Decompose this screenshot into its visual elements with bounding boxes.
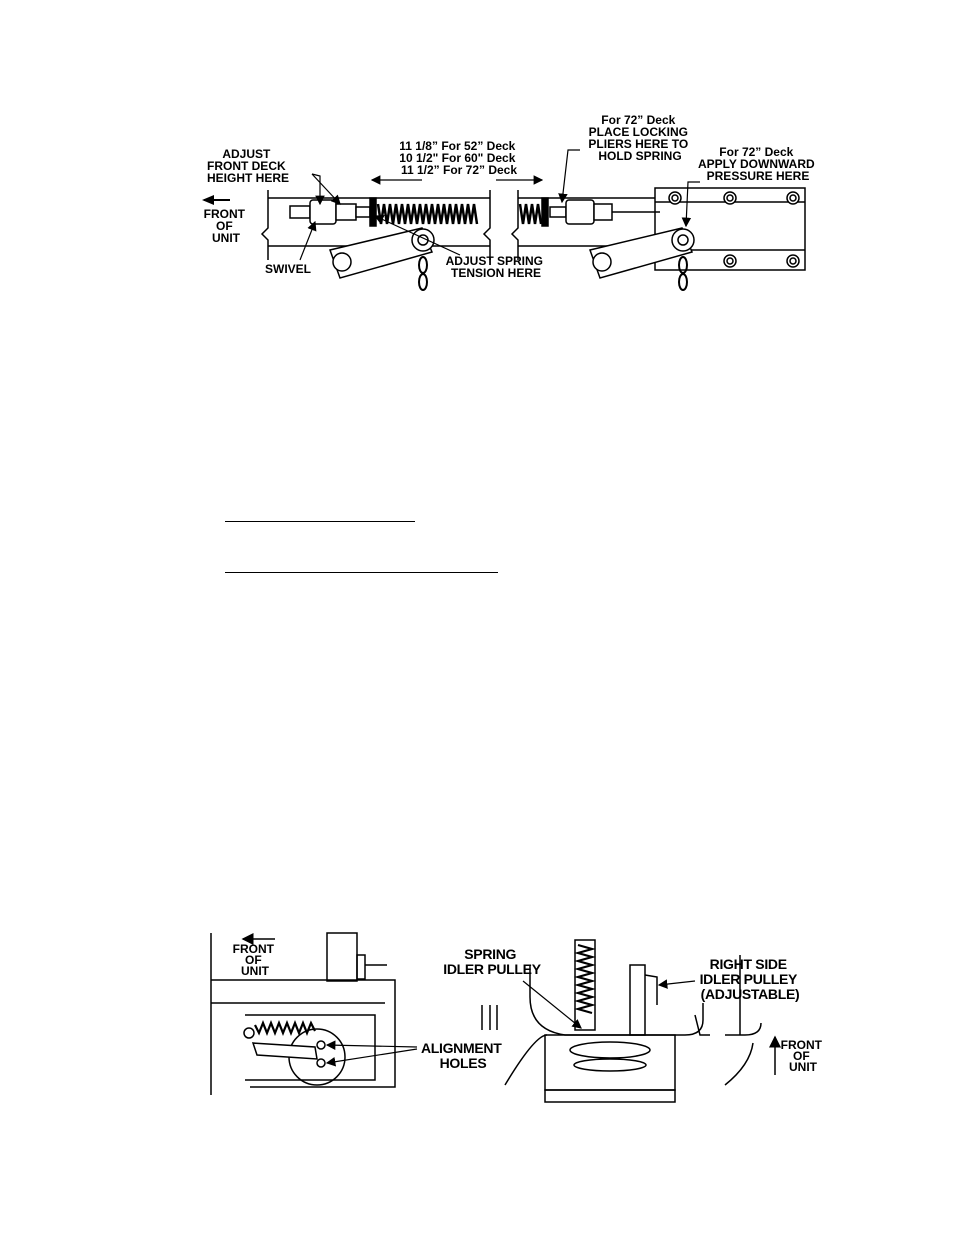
- right-spring: [573, 943, 597, 1015]
- spring-tension-diagram: ADJUST FRONT DECK HEIGHT HERE FRONT OF U…: [202, 113, 818, 291]
- right-idler-leader: [657, 979, 696, 989]
- alignment-holes-label: ALIGNMENT HOLES: [421, 1040, 505, 1071]
- right-view: [481, 939, 762, 1103]
- underline-2: [225, 572, 498, 573]
- spring-idler-leader: [522, 980, 582, 1029]
- downward-pressure-label: For 72” Deck APPLY DOWNWARD PRESSURE HER…: [698, 145, 818, 183]
- locking-pliers-label: For 72” Deck PLACE LOCKING PLIERS HERE T…: [588, 113, 691, 163]
- leader-lines: [299, 149, 700, 261]
- deck-lengths-label: 11 1/8” For 52” Deck 10 1/2" For 60" Dec…: [399, 139, 518, 177]
- front-of-unit-left-label: FRONT OF UNIT: [233, 942, 278, 978]
- swivel-label: SWIVEL: [265, 262, 311, 276]
- chains: [418, 256, 688, 291]
- front-of-unit-right-label: FRONT OF UNIT: [781, 1038, 826, 1074]
- left-view: [210, 932, 396, 1095]
- left-spring: [254, 1020, 316, 1036]
- idler-pulley-diagram: FRONT OF UNIT ALIGNMENT HOLES: [210, 932, 826, 1103]
- adjust-spring-label: ADJUST SPRING TENSION HERE: [446, 254, 547, 280]
- front-of-unit-label: FRONT OF UNIT: [204, 207, 249, 245]
- underline-1: [225, 521, 415, 522]
- rod-assembly-right: [541, 197, 660, 227]
- alignment-leaders: [325, 1040, 418, 1067]
- idler-arms: [329, 227, 695, 279]
- adjust-front-label: ADJUST FRONT DECK HEIGHT HERE: [207, 147, 289, 185]
- spring-coil: [376, 203, 543, 225]
- spring-idler-label: SPRING IDLER PULLEY: [443, 946, 541, 977]
- right-idler-label: RIGHT SIDE IDLER PULLEY (ADJUSTABLE): [700, 956, 801, 1002]
- swivel-assembly: [289, 197, 377, 227]
